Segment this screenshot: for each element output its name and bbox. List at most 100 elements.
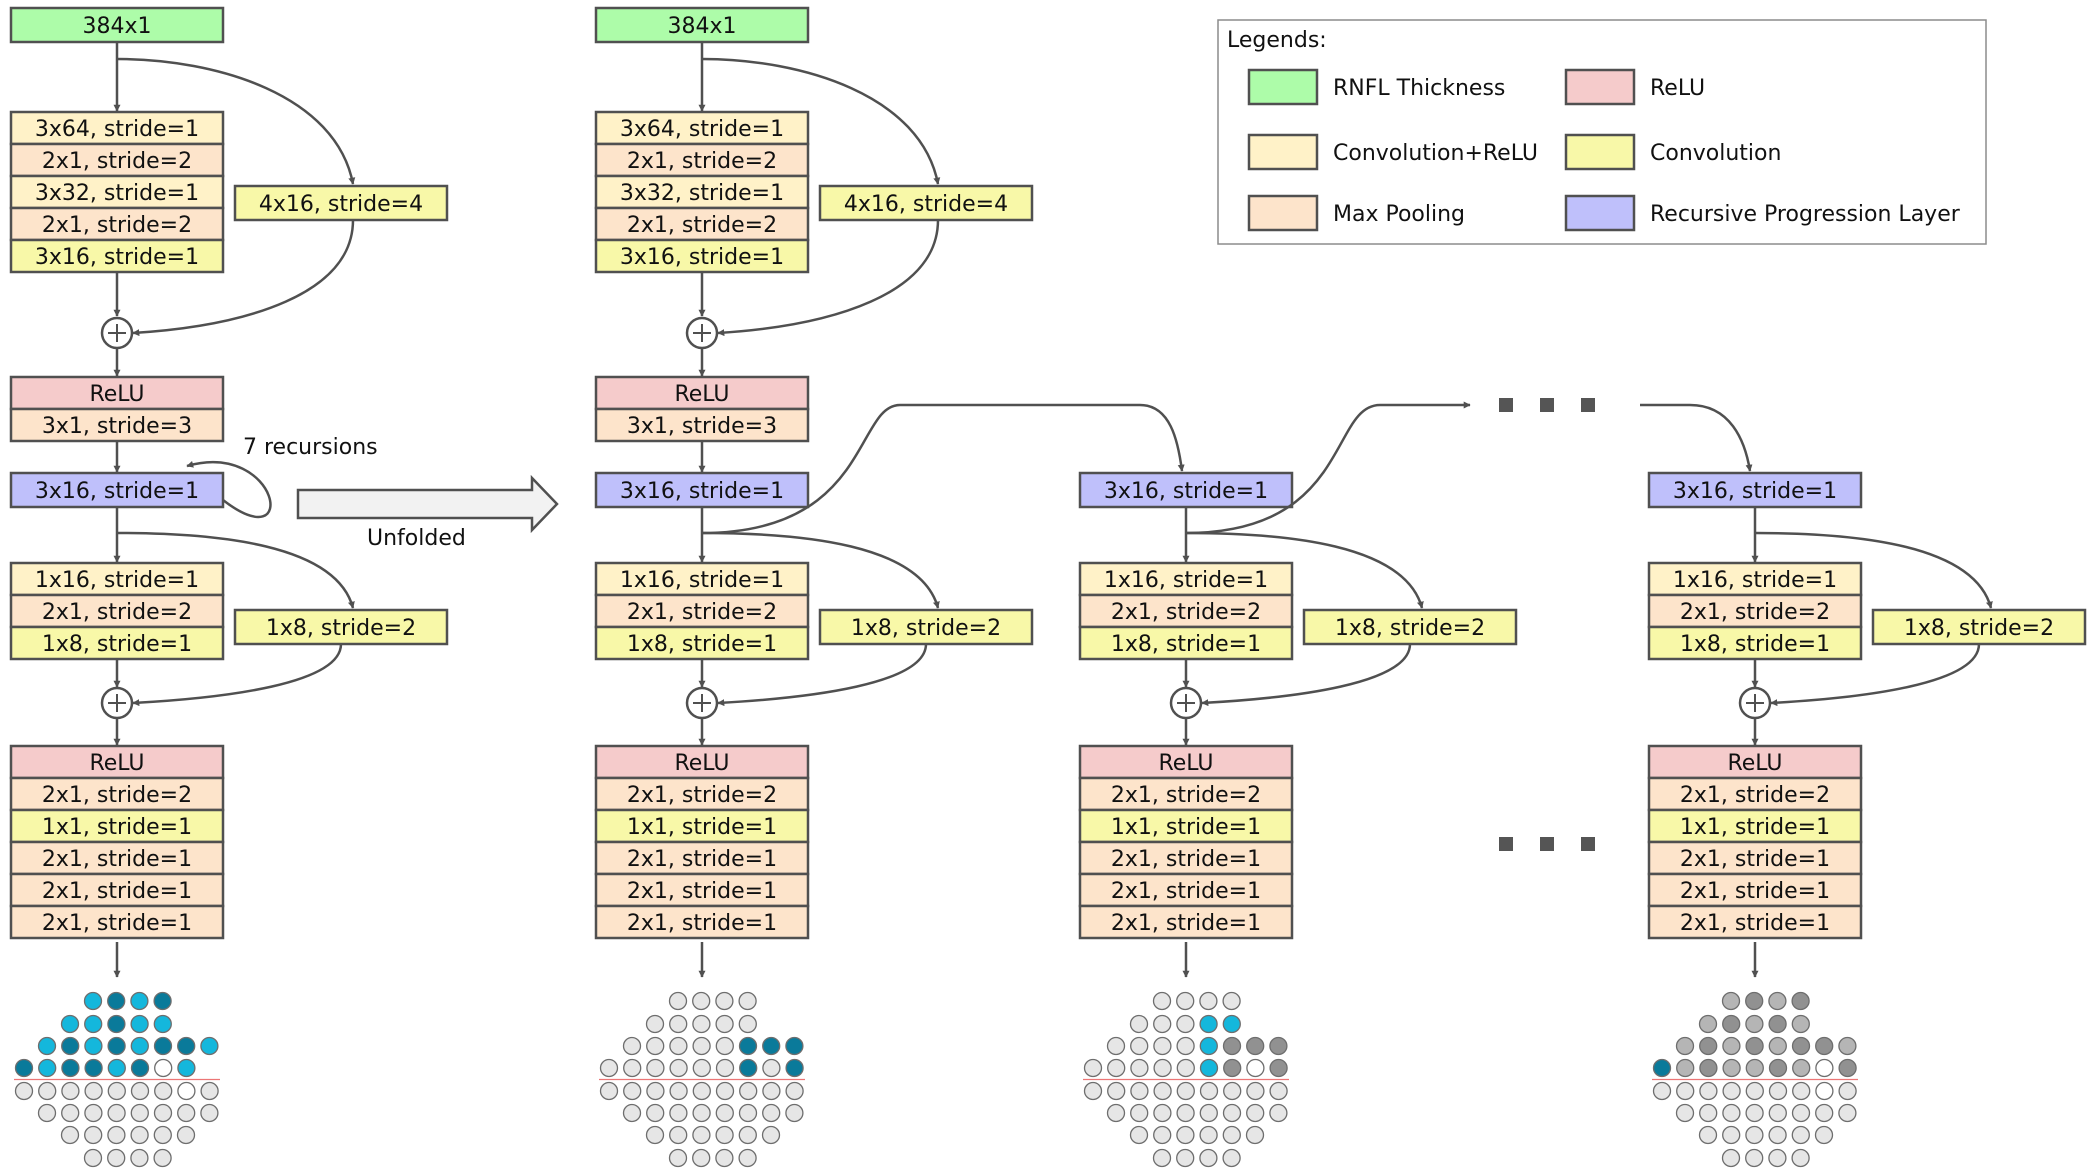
vf-dot xyxy=(1153,1103,1172,1123)
output-block-row-6-label: 2x1, stride=1 xyxy=(627,911,777,936)
vf-dot xyxy=(1675,1103,1695,1123)
vf-dot xyxy=(785,1036,804,1056)
output-block-row-4 xyxy=(1647,840,1863,876)
arrow-skip1-add xyxy=(132,219,355,337)
input-box-label: 384x1 xyxy=(667,14,736,39)
vf-dot xyxy=(669,1036,688,1056)
vf-dot xyxy=(1745,1103,1764,1123)
block2-row-1-label: 1x16, stride=1 xyxy=(1673,568,1837,593)
vf-dot xyxy=(1791,1014,1810,1034)
output-block-row-6-label: 2x1, stride=1 xyxy=(1680,911,1830,936)
vf-dot xyxy=(1699,1081,1718,1101)
output-block-row-3 xyxy=(9,808,225,844)
vf-dot xyxy=(646,1058,665,1078)
input-box xyxy=(594,6,810,44)
vf-dot xyxy=(1199,1058,1219,1078)
vf-dot xyxy=(738,1148,757,1168)
vf-dot xyxy=(1745,1125,1764,1145)
vf-dot xyxy=(1223,1058,1242,1078)
output-block-row-1-label: ReLU xyxy=(674,751,729,776)
vf-dot xyxy=(715,1058,735,1078)
vf-dot xyxy=(692,1125,711,1145)
vf-dot xyxy=(1176,1081,1195,1101)
legend-swatch-recursive xyxy=(1564,194,1636,232)
legend-item-max_pool: Max Pooling xyxy=(1247,194,1465,232)
vf-dot xyxy=(1791,1125,1810,1145)
vf-dot xyxy=(715,1036,734,1056)
vf-dot xyxy=(130,991,149,1011)
block2-row-2-label: 2x1, stride=2 xyxy=(42,600,192,625)
vf-dot xyxy=(1176,1125,1195,1145)
vf-dot xyxy=(785,1081,804,1101)
vf-dot xyxy=(1722,1058,1741,1078)
visual-field xyxy=(1083,991,1289,1168)
vf-dot xyxy=(1768,1148,1787,1168)
vf-dot xyxy=(1791,991,1810,1011)
vf-dot xyxy=(669,1125,688,1145)
vf-dot xyxy=(14,1058,34,1078)
vf-dot xyxy=(646,1036,665,1056)
block2-row-3-label: 1x8, stride=1 xyxy=(627,632,777,657)
vf-dot xyxy=(1791,1148,1810,1168)
relu-block-row-1-label: ReLU xyxy=(89,382,144,407)
vf-dot xyxy=(130,1014,149,1034)
vf-dot xyxy=(1722,1036,1741,1056)
legend-swatch-rnfl xyxy=(1247,68,1319,106)
vf-dot xyxy=(200,1081,219,1101)
add-1 xyxy=(100,316,134,350)
vf-dot xyxy=(1698,1125,1718,1145)
output-block-row-3-label: 1x1, stride=1 xyxy=(627,815,777,840)
vf-dot xyxy=(1199,1103,1218,1123)
vf-dot xyxy=(668,991,688,1011)
skip1-box xyxy=(818,184,1034,222)
vf-dot xyxy=(692,1148,711,1168)
vf-dot xyxy=(154,1081,173,1101)
vf-dot xyxy=(1199,1014,1218,1034)
vf-dot xyxy=(1222,1036,1242,1056)
arrow-skip1 xyxy=(701,57,941,185)
vf-dot xyxy=(1246,1081,1265,1101)
vf-dot xyxy=(153,1125,172,1145)
unfolded-label: Unfolded xyxy=(367,526,466,551)
output-block-row-5-label: 2x1, stride=1 xyxy=(1680,879,1830,904)
vf-dot xyxy=(84,1103,103,1123)
vf-dot xyxy=(107,1125,126,1145)
vf-dot xyxy=(38,1081,57,1101)
vf-dot xyxy=(1107,1058,1126,1078)
vf-dot xyxy=(1246,1036,1265,1056)
block1-row-2 xyxy=(9,142,225,178)
vf-dot xyxy=(1652,1058,1672,1078)
vf-dot xyxy=(1269,1036,1288,1056)
vf-dot xyxy=(646,1103,665,1123)
vf-dot xyxy=(762,1036,781,1056)
add-2 xyxy=(685,686,719,720)
block2-row-3 xyxy=(1647,625,1863,661)
vf-dot xyxy=(1698,1014,1718,1034)
vf-dot xyxy=(1153,1036,1172,1056)
vf-dot xyxy=(1222,1014,1241,1034)
vf-dot xyxy=(738,1125,757,1145)
vf-dot xyxy=(1792,1058,1811,1078)
output-block-row-5-label: 2x1, stride=1 xyxy=(1111,879,1261,904)
legend-item-recursive: Recursive Progression Layer xyxy=(1564,194,1961,232)
block2-row-2 xyxy=(9,593,225,629)
visual-field xyxy=(1652,991,1858,1168)
vf-dot xyxy=(60,1014,80,1034)
vf-dot xyxy=(1222,1103,1242,1123)
skip2-box-label: 1x8, stride=2 xyxy=(851,616,1001,641)
vf-dot xyxy=(1768,1125,1787,1145)
vf-dot xyxy=(1130,1081,1149,1101)
output-block-row-2 xyxy=(9,776,225,812)
block1-row-1-label: 3x64, stride=1 xyxy=(620,117,784,142)
legend-swatch-conv_relu xyxy=(1247,133,1319,171)
vf-dot xyxy=(668,1148,688,1168)
vf-dot xyxy=(1083,1058,1103,1078)
vf-dot xyxy=(60,1125,80,1145)
output-block-row-1 xyxy=(1078,744,1294,780)
block2-row-2 xyxy=(1647,593,1863,629)
output-block-row-2-label: 2x1, stride=2 xyxy=(1680,783,1830,808)
legend-label-conv_relu: Convolution+ReLU xyxy=(1333,141,1538,166)
vf-dot xyxy=(1722,1081,1741,1101)
vf-dot xyxy=(1838,1081,1857,1101)
